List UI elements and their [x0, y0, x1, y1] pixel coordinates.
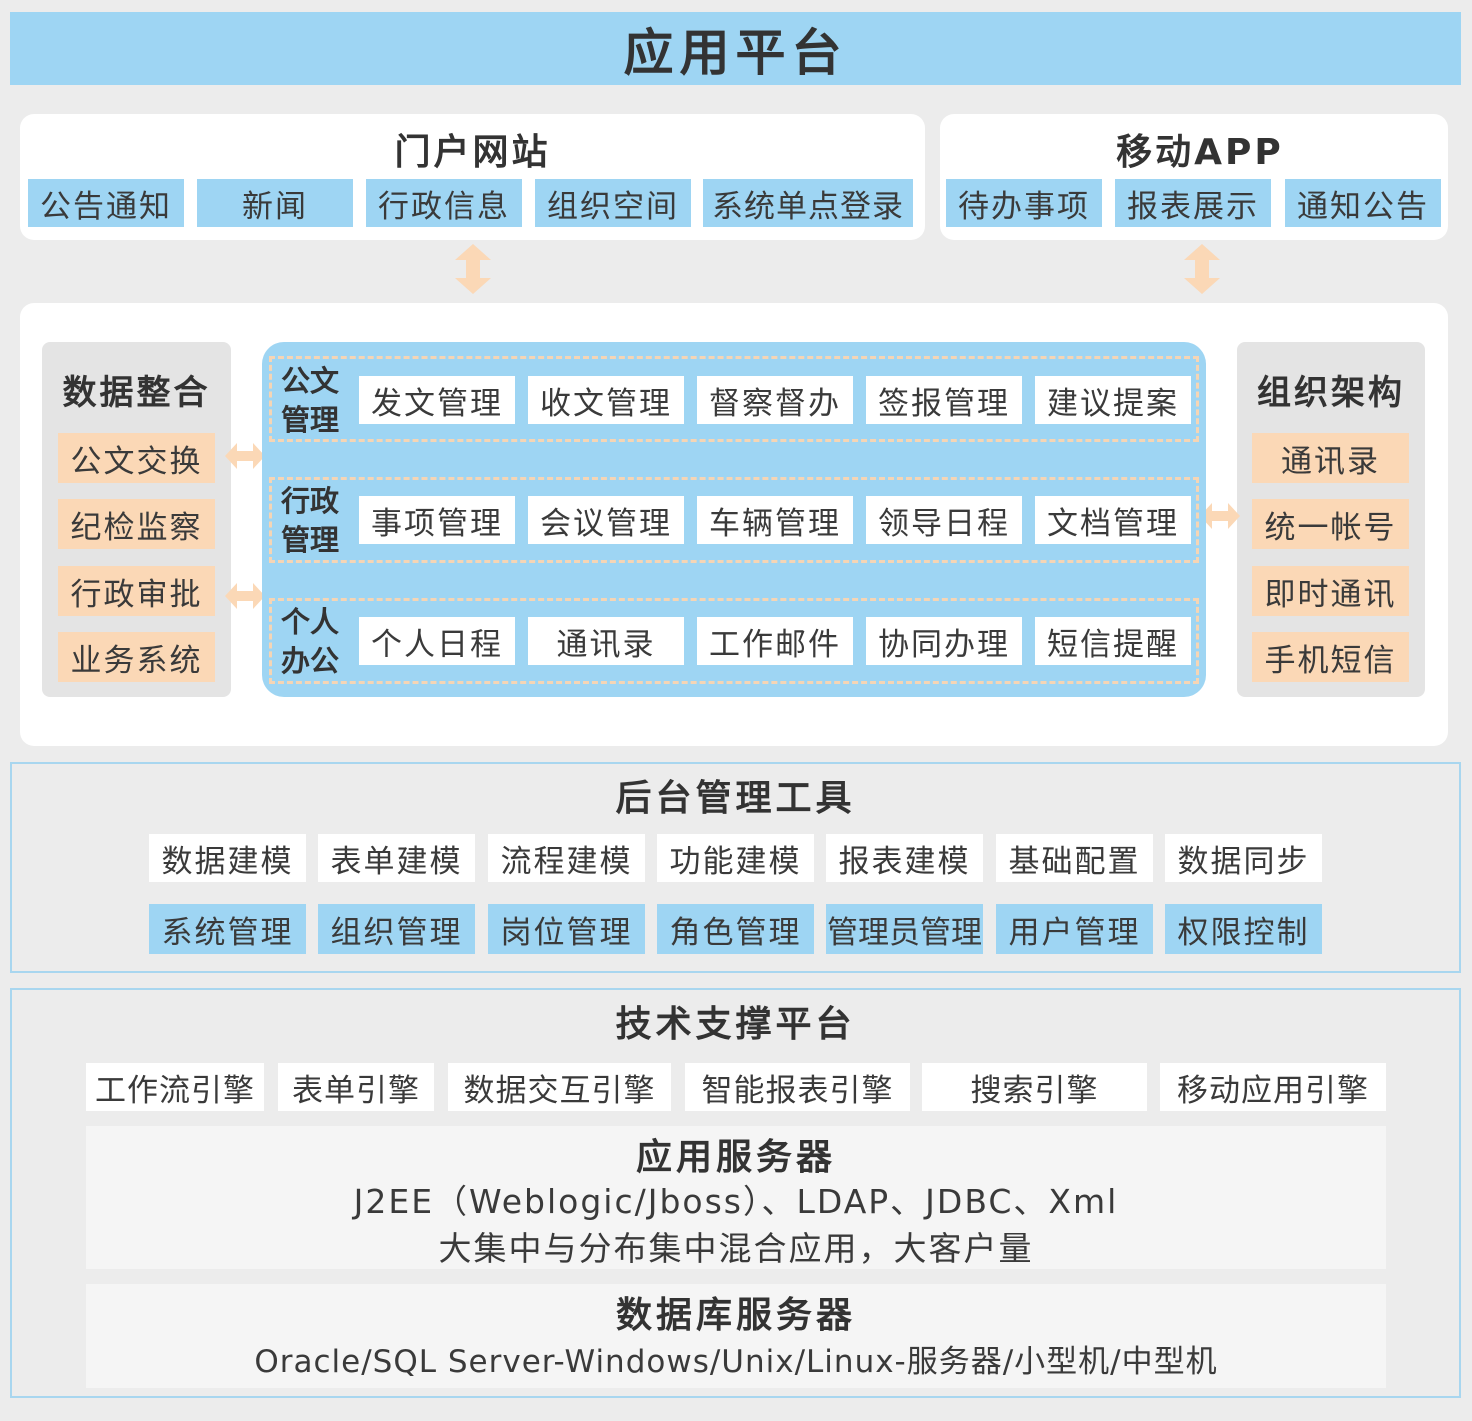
core-item[interactable]: 工作邮件	[697, 617, 853, 665]
core-item[interactable]: 短信提醒	[1035, 617, 1191, 665]
double-arrow-horizontal-icon	[225, 583, 265, 609]
engine-item[interactable]: 搜索引擎	[922, 1063, 1147, 1111]
core-item[interactable]: 车辆管理	[697, 496, 853, 544]
double-arrow-vertical-icon	[455, 244, 491, 294]
data-integration-title: 数据整合	[62, 372, 211, 413]
org-structure-item[interactable]: 统一帐号	[1252, 499, 1409, 549]
backend-tool-item[interactable]: 功能建模	[657, 834, 814, 882]
org-structure-item[interactable]: 即时通讯	[1252, 566, 1409, 616]
data-integration-item[interactable]: 纪检监察	[58, 499, 215, 549]
platform-header: 应用平台	[10, 12, 1461, 85]
backend-mgmt-item[interactable]: 管理员管理	[826, 904, 983, 954]
core-item[interactable]: 通讯录	[528, 617, 684, 665]
data-integration-item[interactable]: 公文交换	[58, 433, 215, 483]
core-item[interactable]: 领导日程	[866, 496, 1022, 544]
engine-item[interactable]: 工作流引擎	[86, 1063, 264, 1111]
db-server-platforms: Oracle/SQL Server-Windows/Unix/Linux-服务器…	[254, 1343, 1218, 1380]
double-arrow-vertical-icon	[1184, 244, 1220, 294]
double-arrow-horizontal-icon	[225, 443, 265, 469]
core-row-admin	[269, 477, 1199, 563]
platform-title: 应用平台	[623, 23, 848, 82]
backend-mgmt-item[interactable]: 用户管理	[996, 904, 1153, 954]
org-structure-item[interactable]: 通讯录	[1252, 433, 1409, 483]
app-server-deployment: 大集中与分布集中混合应用，大客户量	[438, 1229, 1034, 1268]
org-structure-item[interactable]: 手机短信	[1252, 632, 1409, 682]
portal-title: 门户网站	[394, 132, 551, 173]
org-structure-title: 组织架构	[1257, 372, 1405, 413]
portal-item[interactable]: 组织空间	[535, 179, 691, 227]
mobile-title: 移动APP	[1116, 132, 1284, 173]
tech-platform-title: 技术支撑平台	[615, 1004, 856, 1045]
core-row-label: 公文 管理	[280, 364, 339, 437]
db-server-title: 数据库服务器	[615, 1295, 856, 1336]
db-server-box	[86, 1284, 1386, 1388]
backend-mgmt-item[interactable]: 系统管理	[149, 904, 306, 954]
engine-item[interactable]: 数据交互引擎	[448, 1063, 671, 1111]
backend-tool-item[interactable]: 表单建模	[318, 834, 475, 882]
core-item[interactable]: 事项管理	[359, 496, 515, 544]
core-item[interactable]: 个人日程	[359, 617, 515, 665]
backend-mgmt-item[interactable]: 权限控制	[1165, 904, 1322, 954]
backend-tool-item[interactable]: 基础配置	[996, 834, 1153, 882]
data-integration-item[interactable]: 行政审批	[58, 566, 215, 616]
backend-tool-item[interactable]: 报表建模	[826, 834, 983, 882]
core-row-document	[269, 356, 1199, 442]
portal-item[interactable]: 公告通知	[28, 179, 184, 227]
mobile-item[interactable]: 待办事项	[946, 179, 1102, 227]
portal-item[interactable]: 行政信息	[366, 179, 522, 227]
core-row-personal	[269, 598, 1199, 684]
backend-mgmt-item[interactable]: 组织管理	[318, 904, 475, 954]
portal-item[interactable]: 系统单点登录	[703, 179, 913, 227]
mobile-item[interactable]: 通知公告	[1285, 179, 1441, 227]
backend-mgmt-item[interactable]: 角色管理	[657, 904, 814, 954]
core-row-label: 个人 办公	[280, 605, 339, 678]
core-item[interactable]: 督察督办	[697, 376, 853, 424]
engine-item[interactable]: 表单引擎	[278, 1063, 434, 1111]
core-item[interactable]: 文档管理	[1035, 496, 1191, 544]
mobile-item[interactable]: 报表展示	[1115, 179, 1271, 227]
backend-mgmt-item[interactable]: 岗位管理	[488, 904, 645, 954]
core-item[interactable]: 会议管理	[528, 496, 684, 544]
engine-item[interactable]: 移动应用引擎	[1160, 1063, 1386, 1111]
core-row-label: 行政 管理	[280, 484, 339, 557]
core-item[interactable]: 签报管理	[866, 376, 1022, 424]
app-server-tech-list: J2EE（Weblogic/Jboss）、LDAP、JDBC、Xml	[353, 1182, 1119, 1221]
double-arrow-horizontal-icon	[1200, 503, 1240, 529]
app-server-title: 应用服务器	[635, 1137, 836, 1178]
engine-item[interactable]: 智能报表引擎	[685, 1063, 910, 1111]
data-integration-item[interactable]: 业务系统	[58, 632, 215, 682]
backend-tool-item[interactable]: 流程建模	[488, 834, 645, 882]
backend-tool-item[interactable]: 数据建模	[149, 834, 306, 882]
core-item[interactable]: 建议提案	[1035, 376, 1191, 424]
core-item[interactable]: 发文管理	[359, 376, 515, 424]
backend-tools-title: 后台管理工具	[615, 778, 856, 819]
portal-item[interactable]: 新闻	[197, 179, 353, 227]
backend-tool-item[interactable]: 数据同步	[1165, 834, 1322, 882]
core-item[interactable]: 协同办理	[866, 617, 1022, 665]
app-server-box	[86, 1126, 1386, 1269]
core-item[interactable]: 收文管理	[528, 376, 684, 424]
